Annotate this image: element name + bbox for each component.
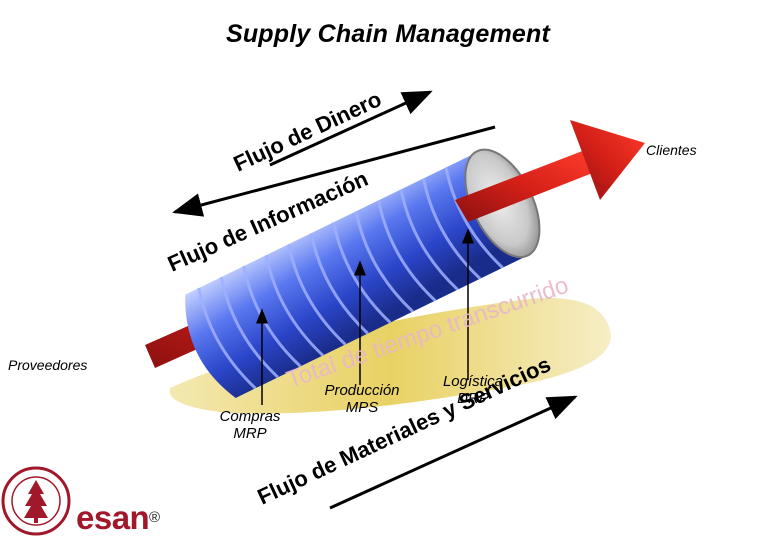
drp-text: DRP: [457, 390, 489, 407]
esan-seal-icon: [1, 466, 71, 536]
cylinder-shadow: [169, 298, 611, 414]
page-title: Supply Chain Management: [225, 20, 551, 48]
registered-mark: ®: [149, 509, 161, 526]
compras-text: Compras: [219, 408, 281, 425]
proveedores-label: Proveedores: [8, 357, 88, 373]
flujo-dinero-arrow: [269, 90, 433, 167]
flujo-informacion-arrow: [172, 125, 496, 217]
esan-logo: esan: [76, 499, 150, 536]
compras-label: Compras MRP: [210, 408, 290, 442]
mps-text: MPS: [345, 399, 379, 416]
red-arrow-shaft: [455, 150, 595, 222]
red-arrow-head: [570, 120, 645, 200]
produccion-text: Producción: [324, 382, 400, 399]
logistica-label: Logística DRP: [428, 373, 518, 407]
flujo-materiales-arrow: [329, 395, 578, 510]
clientes-label: Clientes: [646, 142, 697, 158]
produccion-label: Producción MPS: [312, 382, 412, 416]
logistica-text: Logística: [442, 373, 504, 390]
mrp-text: MRP: [233, 425, 267, 442]
